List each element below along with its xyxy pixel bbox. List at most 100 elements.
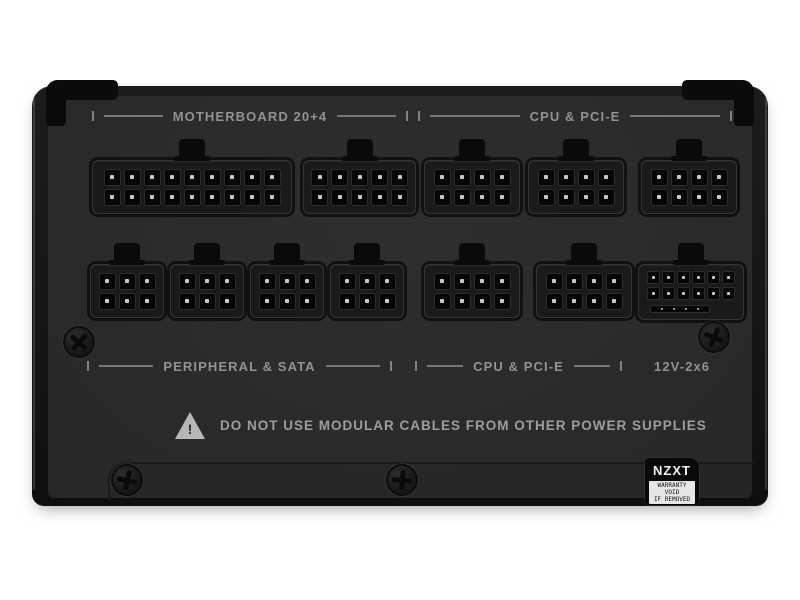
cable-latch-cutout	[459, 139, 485, 161]
cable-latch-cutout	[179, 139, 205, 161]
pin-socket	[371, 168, 388, 186]
cable-latch-cutout	[678, 243, 704, 265]
pin-socket	[138, 272, 156, 290]
connector-peripheral-6pin	[250, 243, 324, 318]
pin-socket	[278, 272, 296, 290]
left-edge-highlight	[33, 98, 35, 490]
pin-socket	[433, 168, 451, 186]
connector-12v-2x6	[638, 243, 744, 320]
pin-socket	[473, 168, 491, 186]
pin-row	[311, 188, 408, 206]
pin-socket	[707, 287, 720, 300]
pin-socket	[710, 188, 728, 206]
pin-socket	[123, 188, 141, 206]
pin-socket	[331, 188, 348, 206]
pin-socket	[597, 188, 615, 206]
pin-socket	[391, 168, 408, 186]
warning-row: ! DO NOT USE MODULAR CABLES FROM OTHER P…	[175, 412, 707, 439]
pin-socket	[138, 292, 156, 310]
pin-socket	[143, 168, 161, 186]
cable-latch-cutout	[114, 243, 140, 265]
exclamation-mark: !	[187, 421, 193, 437]
pin-socket	[710, 168, 728, 186]
pin-row	[338, 292, 396, 310]
pin-row	[338, 272, 396, 290]
pin-socket	[358, 272, 376, 290]
phillips-screw	[698, 321, 730, 353]
pin-socket	[453, 272, 471, 290]
pin-socket	[163, 188, 181, 206]
pin-socket	[178, 292, 196, 310]
group-label-peripheral-sata: PERIPHERAL & SATA	[163, 358, 316, 374]
pin-row	[647, 271, 735, 284]
cable-latch-cutout	[563, 139, 589, 161]
pin-socket	[223, 188, 241, 206]
pin-socket	[557, 188, 575, 206]
pin-socket	[537, 188, 555, 206]
pin-socket	[493, 292, 511, 310]
group-label-cpu-pcie-bottom: CPU & PCI-E	[473, 358, 564, 374]
pin-socket	[123, 168, 141, 186]
pin-row	[98, 292, 156, 310]
pin-row	[103, 188, 281, 206]
pin-socket	[298, 272, 316, 290]
pin-row	[647, 287, 735, 300]
pin-socket	[722, 287, 735, 300]
warranty-sticker: NZXT WARRANTY VOID IF REMOVED	[645, 458, 699, 505]
bracket-line	[337, 115, 396, 117]
pin-socket	[351, 188, 368, 206]
pin-row	[103, 168, 281, 186]
pin-socket	[707, 271, 720, 284]
pin-socket	[203, 168, 221, 186]
pin-socket	[692, 271, 705, 284]
pin-socket	[338, 292, 356, 310]
warning-text: DO NOT USE MODULAR CABLES FROM OTHER POW…	[220, 418, 707, 433]
phillips-screw	[386, 464, 418, 496]
pin-socket	[243, 188, 261, 206]
warning-triangle-icon: !	[175, 412, 205, 439]
nzxt-logo: NZXT	[653, 463, 691, 478]
cable-latch-cutout	[346, 139, 373, 161]
bracket-line	[104, 115, 163, 117]
pin-socket	[690, 188, 708, 206]
connector-cpu-pcie-8pin	[536, 243, 632, 318]
bracket-line	[325, 365, 381, 367]
cable-latch-cutout	[274, 243, 300, 265]
pin-row	[178, 292, 236, 310]
pin-socket	[331, 168, 348, 186]
sense-pin-strip	[650, 305, 710, 313]
pin-socket	[263, 168, 281, 186]
bracket-tick	[415, 361, 417, 371]
pin-socket	[163, 168, 181, 186]
pin-row	[433, 188, 511, 206]
group-bracket-cpu-pcie-top: CPU & PCI-E	[418, 109, 732, 124]
pin-row	[537, 188, 615, 206]
pin-socket	[493, 168, 511, 186]
pin-socket	[473, 272, 491, 290]
pin-socket	[183, 168, 201, 186]
pin-socket	[178, 272, 196, 290]
pin-socket	[565, 272, 583, 290]
pin-socket	[565, 292, 583, 310]
pin-row	[311, 168, 408, 186]
pin-socket	[218, 292, 236, 310]
bracket-tick	[418, 111, 420, 121]
pin-socket	[545, 292, 563, 310]
pin-socket	[118, 272, 136, 290]
pin-socket	[243, 168, 261, 186]
sense-pin	[696, 307, 700, 311]
pin-socket	[311, 168, 328, 186]
pin-socket	[143, 188, 161, 206]
pin-socket	[378, 292, 396, 310]
pin-socket	[263, 188, 281, 206]
pin-socket	[378, 272, 396, 290]
group-bracket-peripheral-sata: PERIPHERAL & SATA	[87, 358, 393, 374]
connector-cpu-pcie-8pin	[528, 139, 624, 214]
connector-motherboard-18pin	[92, 139, 292, 214]
sense-pin	[684, 307, 688, 311]
corner-cap-top-left	[46, 80, 66, 126]
group-bracket-cpu-pcie-bottom: CPU & PCI-E	[415, 358, 622, 374]
pin-row	[433, 168, 511, 186]
bracket-tick	[87, 361, 89, 371]
